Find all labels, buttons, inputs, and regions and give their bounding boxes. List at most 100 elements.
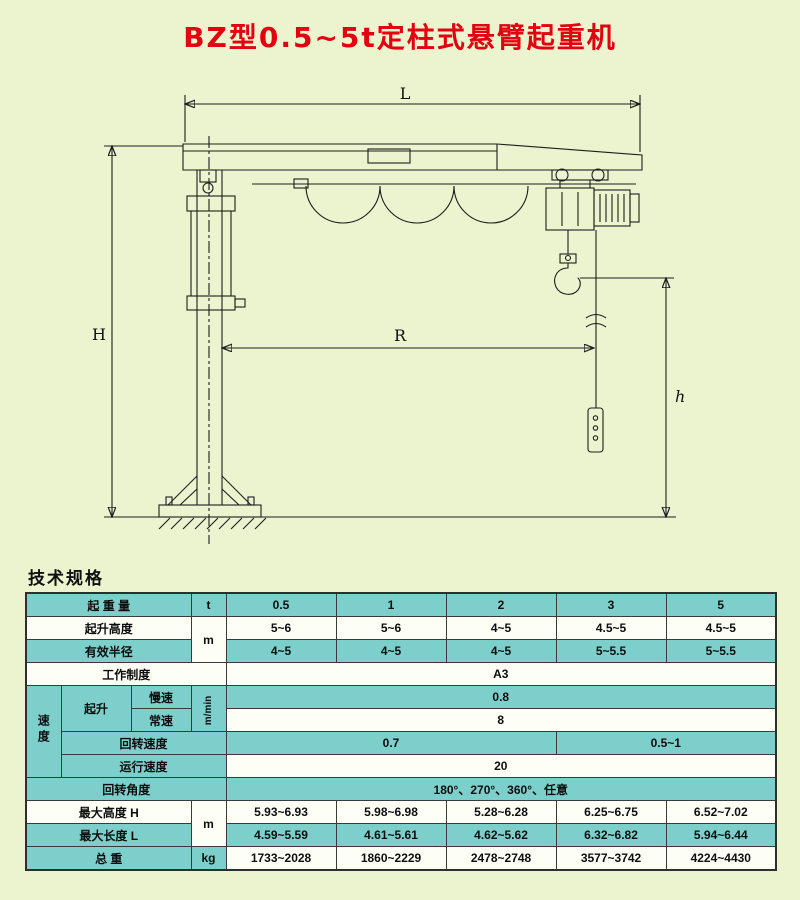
column <box>186 170 246 505</box>
cell: 5.28~6.28 <box>445 800 557 824</box>
cell: 1 <box>335 592 447 617</box>
row-max-length: 最大长度 L 4.59~5.59 4.61~5.61 4.62~5.62 6.3… <box>25 823 777 847</box>
cell: 4~5 <box>445 616 557 640</box>
base-plate <box>104 475 676 530</box>
upper-bearing-collar <box>186 195 236 212</box>
slew-angle-label: 回转角度 <box>25 777 227 801</box>
speed-slew-label: 回转速度 <box>60 731 227 755</box>
duty-value: A3 <box>225 662 777 686</box>
spec-table: 起 重 量 t 0.5 1 2 3 5 起升高度 m 5~6 5~6 4~5 4… <box>25 592 778 871</box>
cell: 4.62~5.62 <box>445 823 557 847</box>
lower-bearing-collar <box>186 295 236 311</box>
cell: 4~5 <box>335 639 447 663</box>
cell: 5~5.5 <box>665 639 777 663</box>
dim-label-h: H <box>92 325 106 344</box>
speed-slew-value-1: 0.7 <box>225 731 557 755</box>
duty-label: 工作制度 <box>25 662 227 686</box>
speed-travel-value: 20 <box>225 754 777 778</box>
row-lift-height: 起升高度 m 5~6 5~6 4~5 4.5~5 4.5~5 <box>25 616 777 663</box>
dimension-r: R <box>222 326 594 348</box>
cell: 2478~2748 <box>445 846 557 871</box>
max-height-label: 最大高度 H <box>25 800 192 824</box>
dimension-h: H <box>92 146 183 517</box>
slew-angle-value: 180°、270°、360°、任意 <box>225 777 777 801</box>
ground-hatching <box>158 517 267 530</box>
pendant-button <box>592 415 599 421</box>
row-speed-slew: 回转速度 0.7 0.5~1 <box>26 731 777 755</box>
cell: 5~6 <box>335 616 447 640</box>
cell: 4.5~5 <box>555 616 667 640</box>
hook-icon <box>554 262 581 295</box>
speed-travel-label: 运行速度 <box>60 754 227 778</box>
beam-plate <box>367 148 411 164</box>
pendant-box <box>587 407 604 453</box>
anchor-bolt <box>247 496 255 506</box>
festoon-cables <box>252 178 636 224</box>
dim-label-hook-height: h <box>675 387 685 406</box>
cell: 4.61~5.61 <box>335 823 447 847</box>
cell: 5.93~6.93 <box>225 800 337 824</box>
max-length-label: 最大长度 L <box>25 823 192 847</box>
speed-slew-value-2: 0.5~1 <box>555 731 777 755</box>
cell: 5.94~6.44 <box>665 823 777 847</box>
hook <box>554 230 581 295</box>
cell: 3577~3742 <box>555 846 667 871</box>
cell: 1860~2229 <box>335 846 447 871</box>
speed-slow-label: 慢速 <box>130 685 192 709</box>
dimension-hook-height: h <box>580 278 685 517</box>
cell: 4.59~5.59 <box>225 823 337 847</box>
speed-slow-value: 0.8 <box>225 685 777 709</box>
cell: 1733~2028 <box>225 846 337 871</box>
cell: 4224~4430 <box>665 846 777 871</box>
cell: 5.98~6.98 <box>335 800 447 824</box>
dim-label-r: R <box>394 326 407 345</box>
anchor-bolt <box>165 496 173 506</box>
max-height-unit: m <box>190 800 227 847</box>
cell: 3 <box>555 592 667 617</box>
lift-height-unit: m <box>190 616 227 663</box>
speed-normal-label: 常速 <box>130 708 192 732</box>
radius-label: 有效半径 <box>25 639 192 663</box>
cell: 5 <box>665 592 777 617</box>
row-slew-angle: 回转角度 180°、270°、360°、任意 <box>25 777 777 801</box>
speed-group-label: 速度 <box>25 685 62 778</box>
row-radius: 有效半径 4~5 4~5 4~5 5~5.5 5~5.5 <box>25 639 777 663</box>
pendant-button <box>592 425 599 431</box>
cable-trolley <box>293 178 309 189</box>
row-speed-slow: 速度 起升 慢速 m/min 0.8 <box>25 685 777 778</box>
hoist-trolley <box>551 169 609 181</box>
jib-beam <box>182 143 643 171</box>
row-capacity: 起 重 量 t 0.5 1 2 3 5 <box>25 592 777 617</box>
crane-diagram: L H R h <box>92 84 685 544</box>
speed-normal-value: 8 <box>225 708 777 732</box>
cell: 4.5~5 <box>665 616 777 640</box>
pendant-control <box>585 230 607 453</box>
cell: 6.25~6.75 <box>555 800 667 824</box>
total-weight-label: 总 重 <box>25 846 192 871</box>
speed-unit: m/min <box>190 685 227 732</box>
row-duty: 工作制度 A3 <box>25 662 777 686</box>
cell: 5~5.5 <box>555 639 667 663</box>
row-speed-normal: 常速 8 <box>26 708 777 732</box>
capacity-label: 起 重 量 <box>25 592 192 617</box>
lift-height-label: 起升高度 <box>25 616 192 640</box>
electric-hoist <box>545 168 640 231</box>
cell: 0.5 <box>225 592 337 617</box>
page-title: BZ型0.5~5t定柱式悬臂起重机 <box>183 21 617 54</box>
hoist-drum <box>545 187 595 231</box>
cell: 4~5 <box>445 639 557 663</box>
dimension-l: L <box>185 84 640 152</box>
row-total-weight: 总 重 kg 1733~2028 1860~2229 2478~2748 357… <box>25 846 777 871</box>
total-weight-unit: kg <box>190 846 227 871</box>
capacity-unit: t <box>190 592 227 617</box>
cell: 2 <box>445 592 557 617</box>
section-heading: 技术规格 <box>28 569 104 588</box>
cell: 6.32~6.82 <box>555 823 667 847</box>
pendant-button <box>592 435 599 441</box>
slew-drive <box>199 169 217 194</box>
row-speed-travel: 运行速度 20 <box>26 754 777 778</box>
cell: 6.52~7.02 <box>665 800 777 824</box>
cell: 5~6 <box>225 616 337 640</box>
row-max-height: 最大高度 H m 5.93~6.93 5.98~6.98 5.28~6.28 6… <box>25 800 777 847</box>
